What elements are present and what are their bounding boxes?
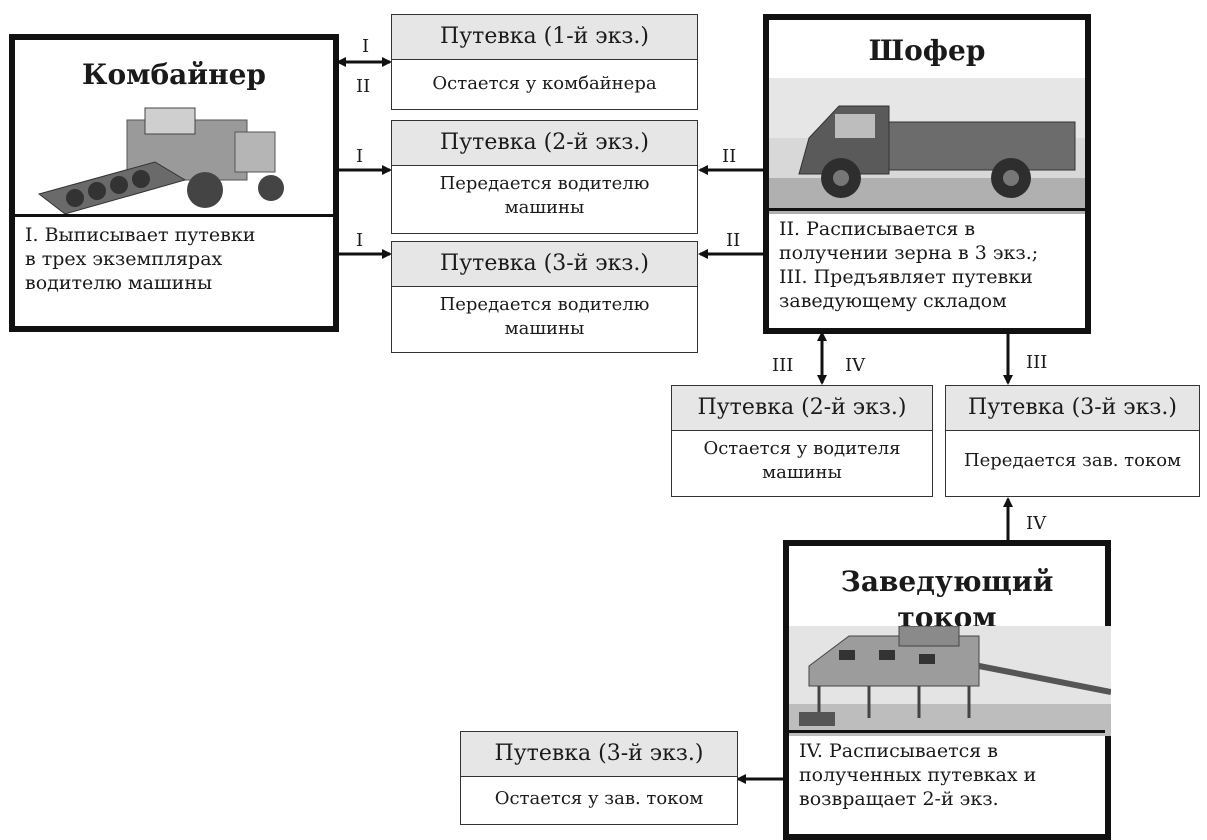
doc4-head: Путевка (2-й экз.): [672, 386, 932, 431]
actor-kombainer-desc: I. Выписывает путевки в трех экземплярах…: [15, 214, 333, 326]
label-s-doc3: II: [726, 230, 741, 251]
truck-image: [769, 78, 1085, 214]
doc6-body-line-1: Остается у зав. током: [494, 788, 704, 809]
label-s-doc4-right: IV: [845, 355, 866, 376]
doc2-body: Передается водителю машины: [392, 166, 697, 226]
doc3-body-line-1: Передается водителю: [439, 294, 650, 315]
label-s-doc4-left: III: [772, 355, 794, 376]
doc4-body-line-2: машины: [762, 462, 842, 483]
doc3-head: Путевка (3-й экз.): [392, 242, 697, 287]
label-z-doc5: IV: [1026, 513, 1047, 534]
shofer-desc-line-1: II. Расписывается в: [779, 218, 976, 240]
zaveduyushchiy-desc-line-1: IV. Расписывается в: [799, 740, 998, 762]
label-s-doc2: II: [722, 146, 737, 167]
grain-elevator-image: [789, 626, 1111, 736]
kombainer-desc-line-1: I. Выписывает путевки: [25, 224, 256, 246]
actor-zaveduyushchiy: Заведующий током IV. Расписывается в пол…: [783, 540, 1111, 840]
doc5-body: Передается зав. током: [946, 431, 1199, 479]
document-doc6: Путевка (3-й экз.) Остается у зав. током: [460, 731, 738, 825]
kombainer-desc-line-3: водителю машины: [25, 272, 213, 294]
document-doc5: Путевка (3-й экз.) Передается зав. током: [945, 385, 1200, 497]
zaveduyushchiy-title-line-1: Заведующий: [840, 565, 1054, 598]
doc2-body-line-2: машины: [504, 197, 585, 218]
label-k-doc2: I: [356, 146, 364, 167]
label-k-doc1-bottom: II: [356, 76, 371, 97]
doc5-body-line-1: Передается зав. током: [963, 450, 1182, 471]
doc3-body-line-2: машины: [504, 318, 585, 339]
doc5-head: Путевка (3-й экз.): [946, 386, 1199, 431]
doc1-body-line-1: Остается у комбайнера: [432, 73, 657, 94]
doc4-body-line-1: Остается у водителя: [703, 438, 901, 459]
document-doc4: Путевка (2-й экз.) Остается у водителя м…: [671, 385, 933, 497]
shofer-desc-line-3: III. Предъявляет путевки: [779, 266, 1033, 288]
doc2-body-line-1: Передается водителю: [439, 173, 650, 194]
label-s-doc5: III: [1026, 352, 1048, 373]
actor-kombainer-title: Комбайнер: [82, 58, 266, 91]
doc3-body: Передается водителю машины: [392, 287, 697, 347]
kombainer-desc-line-2: в трех экземплярах: [25, 248, 223, 270]
zaveduyushchiy-desc-line-2: полученных путевках и: [799, 764, 1037, 786]
actor-zaveduyushchiy-title: Заведующий током: [789, 564, 1105, 636]
actor-kombainer: Комбайнер I. Выписывает путевки в трех э…: [9, 34, 339, 332]
shofer-desc-line-2: получении зерна в 3 экз.;: [779, 242, 1039, 264]
document-doc3: Путевка (3-й экз.) Передается водителю м…: [391, 241, 698, 353]
doc6-body: Остается у зав. током: [461, 777, 737, 817]
zaveduyushchiy-desc-line-3: возвращает 2-й экз.: [799, 788, 999, 810]
doc2-head: Путевка (2-й экз.): [392, 121, 697, 166]
shofer-desc-line-4: заведующему складом: [779, 290, 1007, 312]
label-k-doc1-top: I: [362, 36, 370, 57]
actor-zaveduyushchiy-desc: IV. Расписывается в полученных путевках …: [789, 730, 1105, 834]
actor-shofer: Шофер II. Расписывается в получении зерн…: [763, 14, 1091, 334]
doc1-head: Путевка (1-й экз.): [392, 15, 697, 60]
doc4-body: Остается у водителя машины: [672, 431, 932, 491]
actor-shofer-desc: II. Расписывается в получении зерна в 3 …: [769, 208, 1085, 328]
document-doc2: Путевка (2-й экз.) Передается водителю м…: [391, 120, 698, 234]
document-doc1: Путевка (1-й экз.) Остается у комбайнера: [391, 14, 698, 110]
actor-shofer-title: Шофер: [868, 34, 986, 67]
label-k-doc3: I: [356, 230, 364, 251]
combine-harvester-image: [35, 102, 313, 224]
doc1-body: Остается у комбайнера: [392, 60, 697, 102]
doc6-head: Путевка (3-й экз.): [461, 732, 737, 777]
